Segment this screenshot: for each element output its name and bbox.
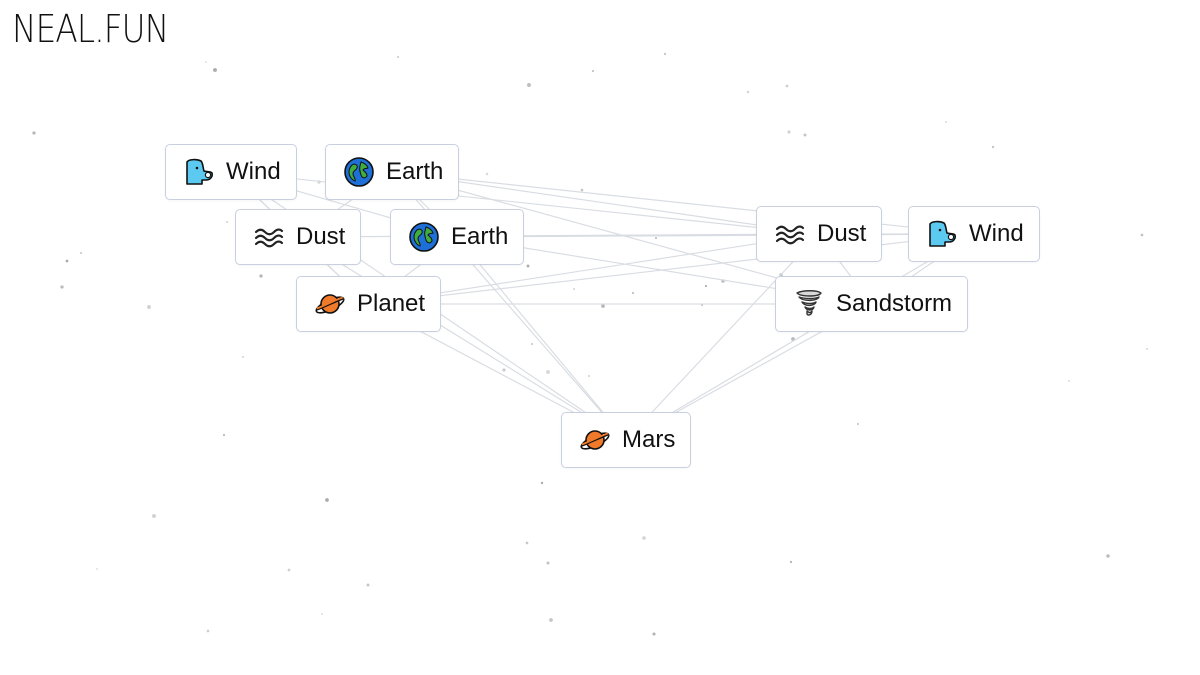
element-tile-mars[interactable]: Mars bbox=[561, 412, 692, 468]
star-dot bbox=[789, 560, 793, 564]
star-dot bbox=[525, 541, 529, 545]
globe-icon bbox=[342, 155, 376, 189]
star-dot bbox=[588, 375, 590, 377]
star-dot bbox=[540, 481, 544, 485]
star-dot bbox=[856, 422, 860, 426]
connection-line bbox=[297, 236, 627, 441]
star-dot bbox=[655, 237, 657, 239]
star-dot bbox=[580, 188, 584, 192]
star-dot bbox=[205, 61, 207, 63]
connection-line bbox=[625, 233, 820, 441]
tile-label: Dust bbox=[817, 220, 867, 247]
star-dot bbox=[601, 304, 605, 308]
star-dot bbox=[287, 568, 291, 572]
star-dot bbox=[531, 343, 533, 345]
element-tile-wind[interactable]: Wind bbox=[908, 206, 1040, 262]
element-tile-earth[interactable]: Earth bbox=[325, 144, 460, 200]
star-dot bbox=[527, 83, 531, 87]
star-dot bbox=[325, 498, 329, 502]
tile-label: Wind bbox=[226, 158, 281, 185]
star-dot bbox=[573, 288, 575, 290]
element-tile-earth[interactable]: Earth bbox=[390, 209, 525, 265]
star-dot bbox=[226, 221, 228, 223]
tornado-icon bbox=[792, 287, 826, 321]
star-dot bbox=[785, 84, 789, 88]
star-dot bbox=[60, 285, 64, 289]
star-dot bbox=[366, 583, 370, 587]
star-dot bbox=[549, 618, 553, 622]
star-dot bbox=[321, 613, 323, 615]
star-dot bbox=[32, 131, 36, 135]
tile-label: Earth bbox=[451, 223, 509, 250]
star-dot bbox=[65, 259, 69, 263]
star-dot bbox=[642, 536, 646, 540]
star-dot bbox=[502, 368, 506, 372]
star-dot bbox=[213, 68, 217, 72]
connection-line bbox=[391, 171, 820, 235]
wind-face-icon bbox=[182, 155, 216, 189]
star-dot bbox=[546, 561, 550, 565]
star-dot bbox=[259, 274, 263, 278]
star-dot bbox=[206, 629, 210, 633]
star-dot bbox=[79, 251, 83, 255]
star-dot bbox=[241, 355, 245, 359]
star-dot bbox=[1068, 380, 1070, 382]
dash-wave-icon bbox=[773, 217, 807, 251]
star-dot bbox=[147, 305, 151, 309]
star-dot bbox=[397, 56, 399, 58]
tile-label: Sandstorm bbox=[836, 290, 953, 317]
dash-wave-icon bbox=[252, 220, 286, 254]
tile-label: Wind bbox=[969, 220, 1024, 247]
star-dot bbox=[485, 172, 489, 176]
element-tile-wind[interactable]: Wind bbox=[165, 144, 297, 200]
star-dot bbox=[746, 90, 750, 94]
star-dot bbox=[991, 145, 995, 149]
star-dot bbox=[96, 568, 98, 570]
ringed-planet-icon bbox=[578, 423, 612, 457]
star-dot bbox=[945, 121, 947, 123]
connection-line bbox=[625, 233, 975, 441]
star-dot bbox=[787, 130, 791, 134]
star-dot bbox=[663, 52, 667, 56]
wind-face-icon bbox=[925, 217, 959, 251]
star-dot bbox=[152, 514, 156, 518]
tile-label: Planet bbox=[357, 290, 426, 317]
element-tile-dust[interactable]: Dust bbox=[756, 206, 883, 262]
star-dot bbox=[1140, 233, 1144, 237]
star-dot bbox=[1146, 348, 1148, 350]
star-dot bbox=[1106, 554, 1110, 558]
site-logo[interactable]: NEAL.FUN bbox=[12, 7, 169, 51]
connection-line bbox=[368, 233, 820, 305]
globe-icon bbox=[407, 220, 441, 254]
star-dot bbox=[591, 69, 595, 73]
ringed-planet-icon bbox=[313, 287, 347, 321]
element-tile-dust[interactable]: Dust bbox=[235, 209, 362, 265]
tile-label: Mars bbox=[622, 426, 676, 453]
star-dot bbox=[652, 632, 656, 636]
star-dot bbox=[526, 264, 530, 268]
star-dot bbox=[546, 370, 550, 374]
tile-label: Earth bbox=[386, 158, 444, 185]
star-dot bbox=[632, 292, 634, 294]
star-dot bbox=[704, 284, 708, 288]
element-tile-sandstorm[interactable]: Sandstorm bbox=[775, 276, 969, 332]
connection-line bbox=[456, 236, 627, 441]
element-tile-planet[interactable]: Planet bbox=[296, 276, 442, 332]
star-dot bbox=[222, 433, 226, 437]
tile-label: Dust bbox=[296, 223, 346, 250]
star-dot bbox=[803, 133, 807, 137]
